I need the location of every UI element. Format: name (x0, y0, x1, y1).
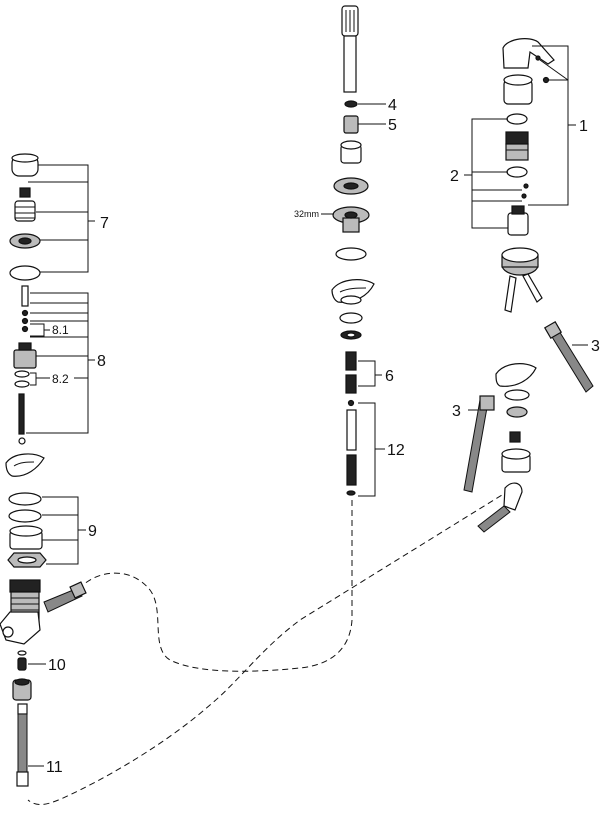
callout-9: 9 (88, 523, 97, 540)
callout-2: 2 (450, 168, 459, 185)
callout-11: 11 (46, 759, 63, 776)
right-leader-lines (464, 45, 588, 411)
callout-8-2: 8.2 (52, 372, 69, 386)
callout-12: 12 (387, 442, 405, 459)
middle-assembly (331, 5, 375, 496)
callout-3-left: 3 (452, 403, 461, 420)
callout-4: 4 (388, 97, 397, 114)
dimension-label: 32mm (294, 209, 319, 219)
hose-routes (27, 489, 511, 805)
callout-labels: 7 8.1 8 8.2 9 10 11 4 5 32mm 6 12 1 2 3 … (46, 97, 600, 776)
left-leader-lines (26, 164, 95, 767)
callout-6: 6 (385, 368, 394, 385)
right-assembly (463, 38, 594, 533)
middle-leader-lines (321, 103, 386, 497)
callout-5: 5 (388, 117, 397, 134)
callout-8: 8 (97, 353, 106, 370)
callout-10: 10 (48, 657, 66, 674)
callout-8-1: 8.1 (52, 323, 69, 337)
callout-7: 7 (100, 215, 109, 232)
left-assembly (0, 153, 87, 787)
callout-1: 1 (579, 118, 588, 135)
callout-3-right: 3 (591, 338, 600, 355)
